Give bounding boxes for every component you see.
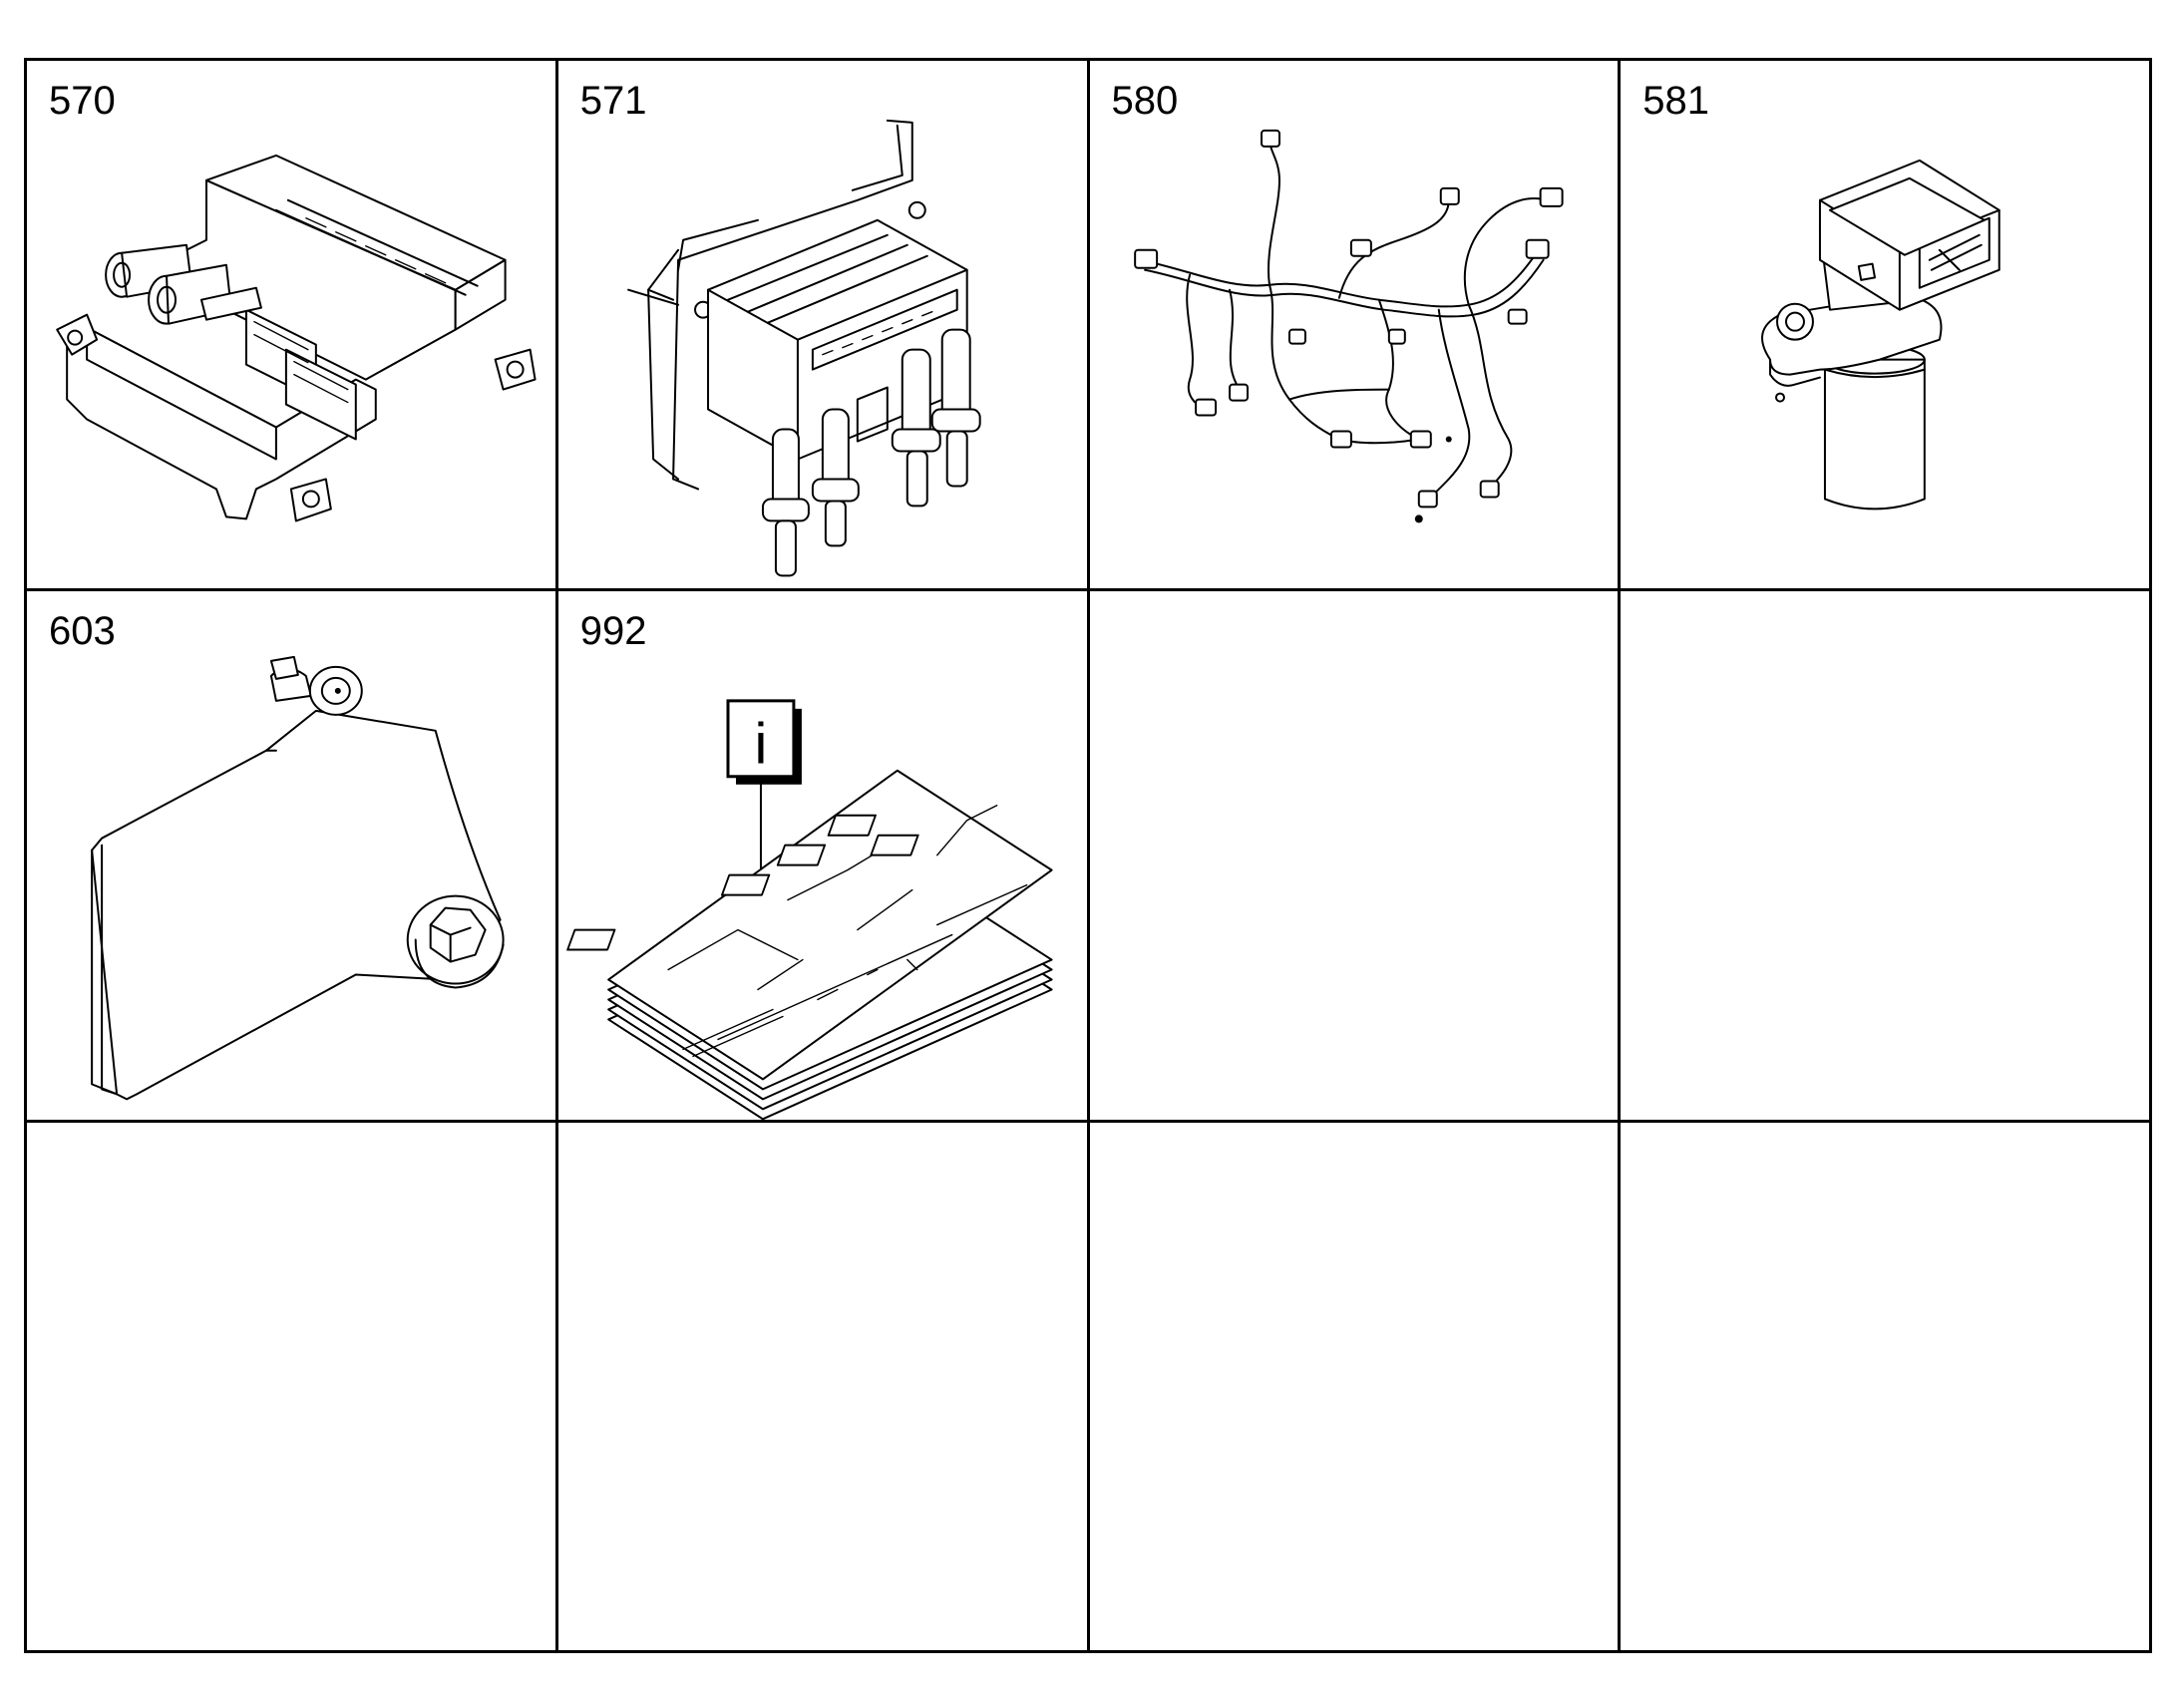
bracket-plate-icon <box>27 591 555 1119</box>
wiring-harness-icon <box>1090 61 1619 588</box>
control-unit-icon <box>27 61 555 588</box>
empty-cell <box>27 1122 558 1653</box>
empty-cell <box>1621 591 2152 1123</box>
part-cell-992[interactable]: i 992 <box>557 591 1090 1123</box>
info-label: i <box>754 712 767 776</box>
documentation-icon: i <box>558 591 1087 1120</box>
empty-cell <box>1621 1122 2152 1653</box>
part-number: 603 <box>49 609 116 654</box>
part-number: 571 <box>579 79 647 123</box>
empty-cell <box>557 1122 1090 1653</box>
part-cell-603[interactable]: 603 <box>27 591 558 1123</box>
part-cell-570[interactable]: 570 <box>27 61 558 592</box>
speed-sensor-icon <box>1621 61 2149 588</box>
empty-cell <box>1089 1122 1622 1653</box>
part-number: 570 <box>49 79 116 123</box>
part-number: 992 <box>579 609 647 654</box>
part-cell-571[interactable]: 571 <box>557 61 1090 592</box>
part-cell-581[interactable]: 581 <box>1621 61 2152 592</box>
part-number: 581 <box>1642 79 1709 123</box>
part-number: 580 <box>1111 79 1179 123</box>
part-cell-580[interactable]: 580 <box>1089 61 1622 592</box>
empty-cell <box>1089 591 1622 1123</box>
control-unit-bracket-icon <box>558 61 1087 588</box>
parts-grid: 570 <box>24 58 2152 1653</box>
